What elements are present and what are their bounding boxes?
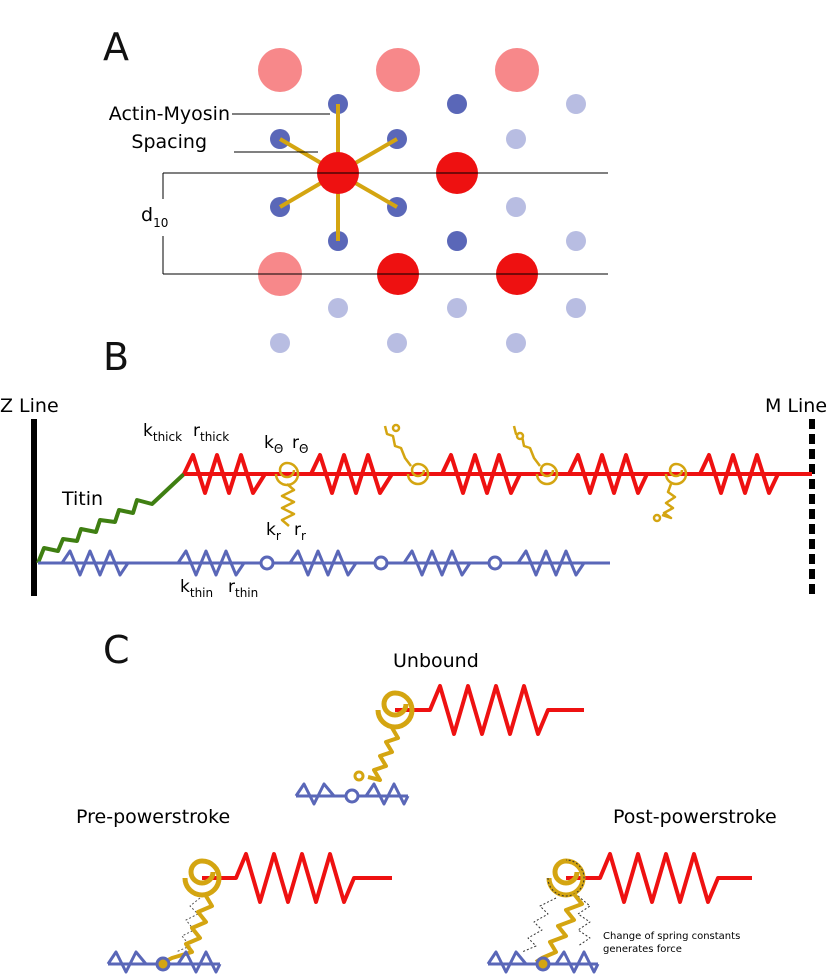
panel-a: A [103,25,608,353]
spacing-label-line1: Actin-Myosin [109,103,230,125]
actin-filament-faded [566,298,586,318]
actin-filament [447,231,467,251]
k-thin-label: kthin [180,577,213,600]
crossbridge-heads [274,423,688,527]
actin-filament-faded [387,333,407,353]
force-note-line1: Change of spring constants [603,931,740,942]
r-thin-label: rthin [228,577,258,600]
pre-powerstroke-label: Pre-powerstroke [76,806,230,828]
titin-spring [36,472,186,564]
unbound-label: Unbound [393,650,479,672]
actin-filament-faded [566,231,586,251]
actin-filament-faded [506,129,526,149]
actin-filament-faded [506,197,526,217]
actin-filament-faded [270,333,290,353]
spacing-label-line2: Spacing [131,131,207,153]
unbound-crossbridge [294,684,584,806]
actin-filament-faded [506,333,526,353]
thick-filament [182,453,812,495]
thin-filament [38,549,610,577]
z-line-label: Z Line [0,395,59,417]
titin-label: Titin [61,488,103,510]
d10-label: d10 [141,204,168,230]
panel-c: C Unbound Pre-powerstroke Post-powerst [76,628,777,974]
post-powerstroke-label: Post-powerstroke [613,806,777,828]
r-theta-label: rΘ [292,433,308,456]
r-r-label: rr [294,520,306,543]
pre-powerstroke-crossbridge [106,852,392,974]
panel-c-letter: C [103,628,130,672]
actin-filament-faded [566,94,586,114]
m-line-label: M Line [765,395,827,417]
actin-filament-faded [328,298,348,318]
actin-filament [447,94,467,114]
panel-b: B Z Line M Line Titin [0,335,827,600]
myosin-filament [376,48,420,92]
force-note-line2: generates force [603,944,682,955]
panel-a-letter: A [103,25,129,69]
k-r-label: kr [266,520,281,543]
k-theta-label: kΘ [264,433,283,456]
panel-b-letter: B [103,335,129,379]
actin-filament-faded [447,298,467,318]
k-thick-label: kthick [143,421,182,444]
myosin-filament [258,48,302,92]
r-thick-label: rthick [193,421,229,444]
myosin-filament [495,48,539,92]
post-powerstroke-crossbridge [486,852,752,974]
